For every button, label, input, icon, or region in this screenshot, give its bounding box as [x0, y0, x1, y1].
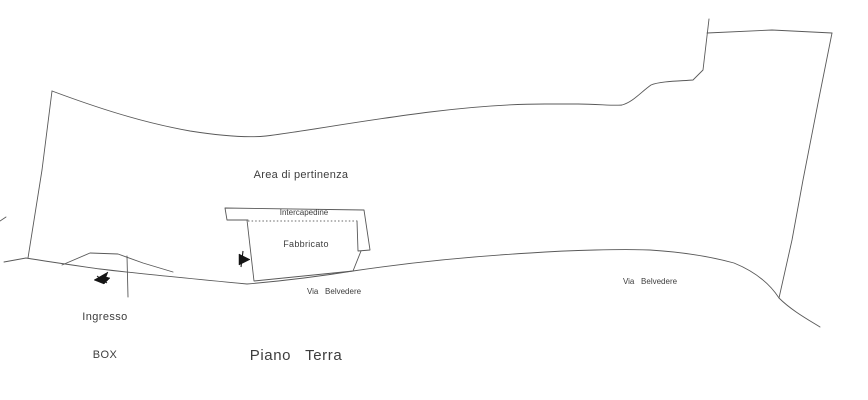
site-boundary-top-right — [706, 29, 833, 34]
site-boundary-right — [778, 32, 833, 299]
road-edge — [3, 249, 821, 328]
intercapedine-label: Intercapedine — [279, 208, 329, 217]
intercapedine-strip-outline — [224, 207, 371, 252]
ingresso-box-label: Ingresso BOX — [82, 286, 127, 387]
site-boundary-left — [27, 90, 53, 259]
camera-viewpoint-icon — [93, 271, 111, 285]
site-boundary-top — [51, 18, 710, 138]
fabbricato-label: Fabbricato — [283, 239, 329, 249]
ingresso-leader-line — [126, 255, 129, 298]
ingresso-box-label-line1: Ingresso — [82, 311, 128, 324]
via-belvedere-label-right: Via Belvedere — [622, 277, 678, 286]
plan-title: Piano Terra — [249, 347, 343, 364]
fabbricato-outline — [246, 219, 362, 282]
area-di-pertinenza-label: Area di pertinenza — [253, 169, 349, 181]
driveway-bump — [61, 252, 174, 273]
ingresso-box-label-line2: BOX — [92, 349, 118, 362]
edge-tick — [0, 216, 7, 222]
camera-viewpoint-icon — [238, 250, 251, 268]
via-belvedere-label-left: Via Belvedere — [306, 287, 362, 296]
